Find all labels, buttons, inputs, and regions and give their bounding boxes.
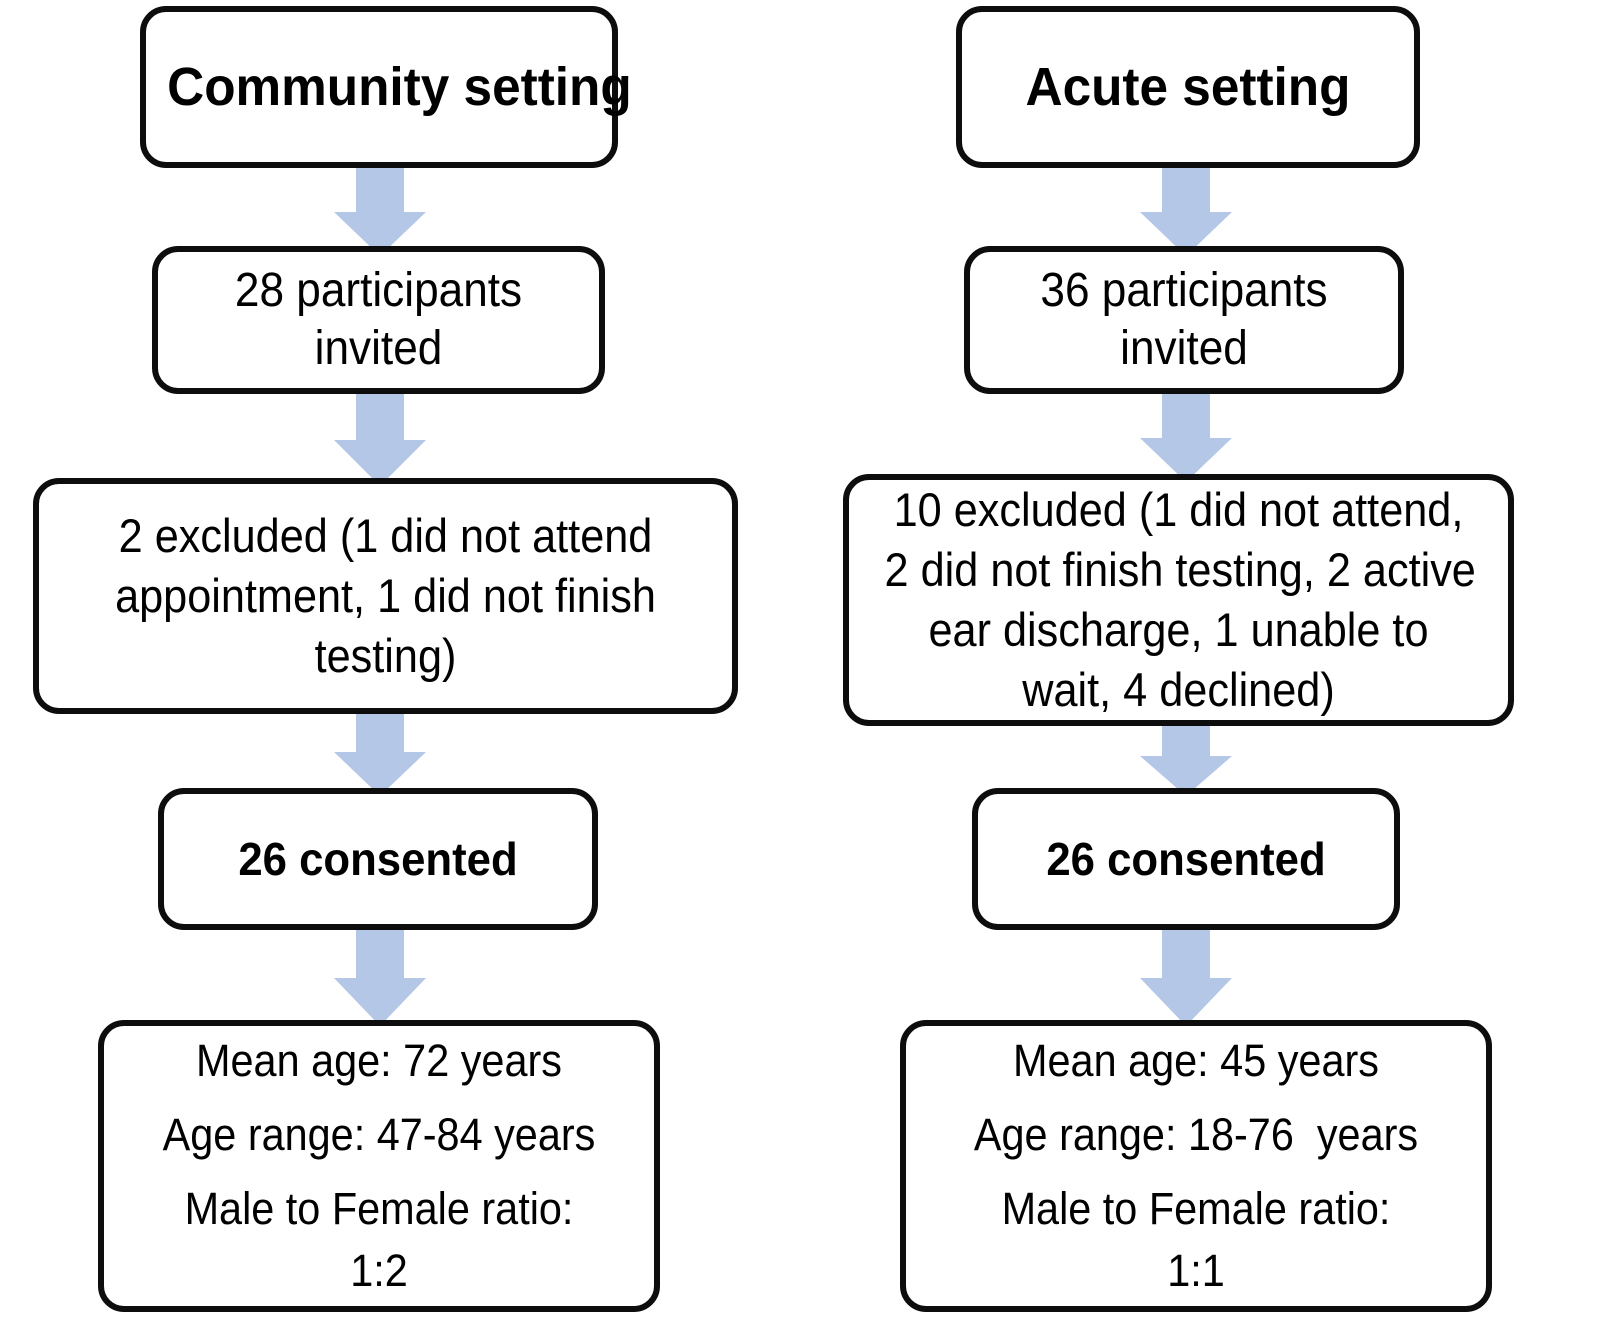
community-male-female-ratio-value: 1:2 [350,1245,408,1296]
acute-consented-label: 26 consented [1046,833,1326,885]
acute-setting-header-box: Acute setting [956,6,1420,168]
acute-invited-line-1: 36 participants [1040,264,1328,317]
community-excluded-line-1: 2 excluded (1 did not attend [118,509,653,562]
down-arrow-icon-community-invited-to-excluded [334,386,426,486]
acute-excluded-box: 10 excluded (1 did not attend, 2 did not… [843,474,1514,726]
acute-excluded-line-2: 2 did not finish testing, 2 active [884,543,1476,596]
community-consented-label: 26 consented [238,833,518,885]
community-excluded-box: 2 excluded (1 did not attend appointment… [33,478,738,714]
community-excluded-line-2: appointment, 1 did not finish [115,569,656,622]
acute-age-range: Age range: 18-76 years [973,1109,1419,1160]
down-arrow-icon-community-consented-to-demographics [334,922,426,1026]
community-setting-header-label: Community setting [167,57,632,117]
acute-excluded-line-3: ear discharge, 1 unable to [928,603,1429,656]
down-arrow-icon-community-header-to-invited [334,160,426,256]
community-setting-header-box: Community setting [140,6,632,168]
community-mean-age: Mean age: 72 years [196,1035,562,1086]
community-invited-box: 28 participants invited [152,246,605,394]
acute-demographics-box: Mean age: 45 years Age range: 18-76 year… [900,1020,1492,1312]
community-invited-line-2: invited [314,322,443,375]
acute-male-female-ratio-value: 1:1 [1167,1245,1225,1296]
down-arrow-icon-acute-consented-to-demographics [1140,922,1232,1026]
community-age-range: Age range: 47-84 years [162,1109,596,1160]
down-arrow-icon-community-excluded-to-consented [334,706,426,796]
down-arrow-icon-acute-excluded-to-consented [1140,718,1232,796]
community-demographics-box: Mean age: 72 years Age range: 47-84 year… [98,1020,660,1312]
community-male-female-ratio-label: Male to Female ratio: [184,1183,574,1234]
acute-setting-header-label: Acute setting [1025,57,1351,117]
acute-excluded-line-4: wait, 4 declined) [1022,663,1335,716]
community-consented-box: 26 consented [158,788,598,930]
acute-excluded-line-1: 10 excluded (1 did not attend, [893,483,1464,536]
down-arrow-icon-acute-invited-to-excluded [1140,386,1232,482]
acute-consented-box: 26 consented [972,788,1400,930]
acute-invited-box: 36 participants invited [964,246,1404,394]
down-arrow-icon-acute-header-to-invited [1140,160,1232,256]
community-excluded-line-3: testing) [314,629,457,682]
acute-invited-line-2: invited [1120,322,1248,375]
acute-male-female-ratio-label: Male to Female ratio: [1001,1183,1391,1234]
community-invited-line-1: 28 participants [234,264,523,317]
acute-mean-age: Mean age: 45 years [1013,1035,1379,1086]
